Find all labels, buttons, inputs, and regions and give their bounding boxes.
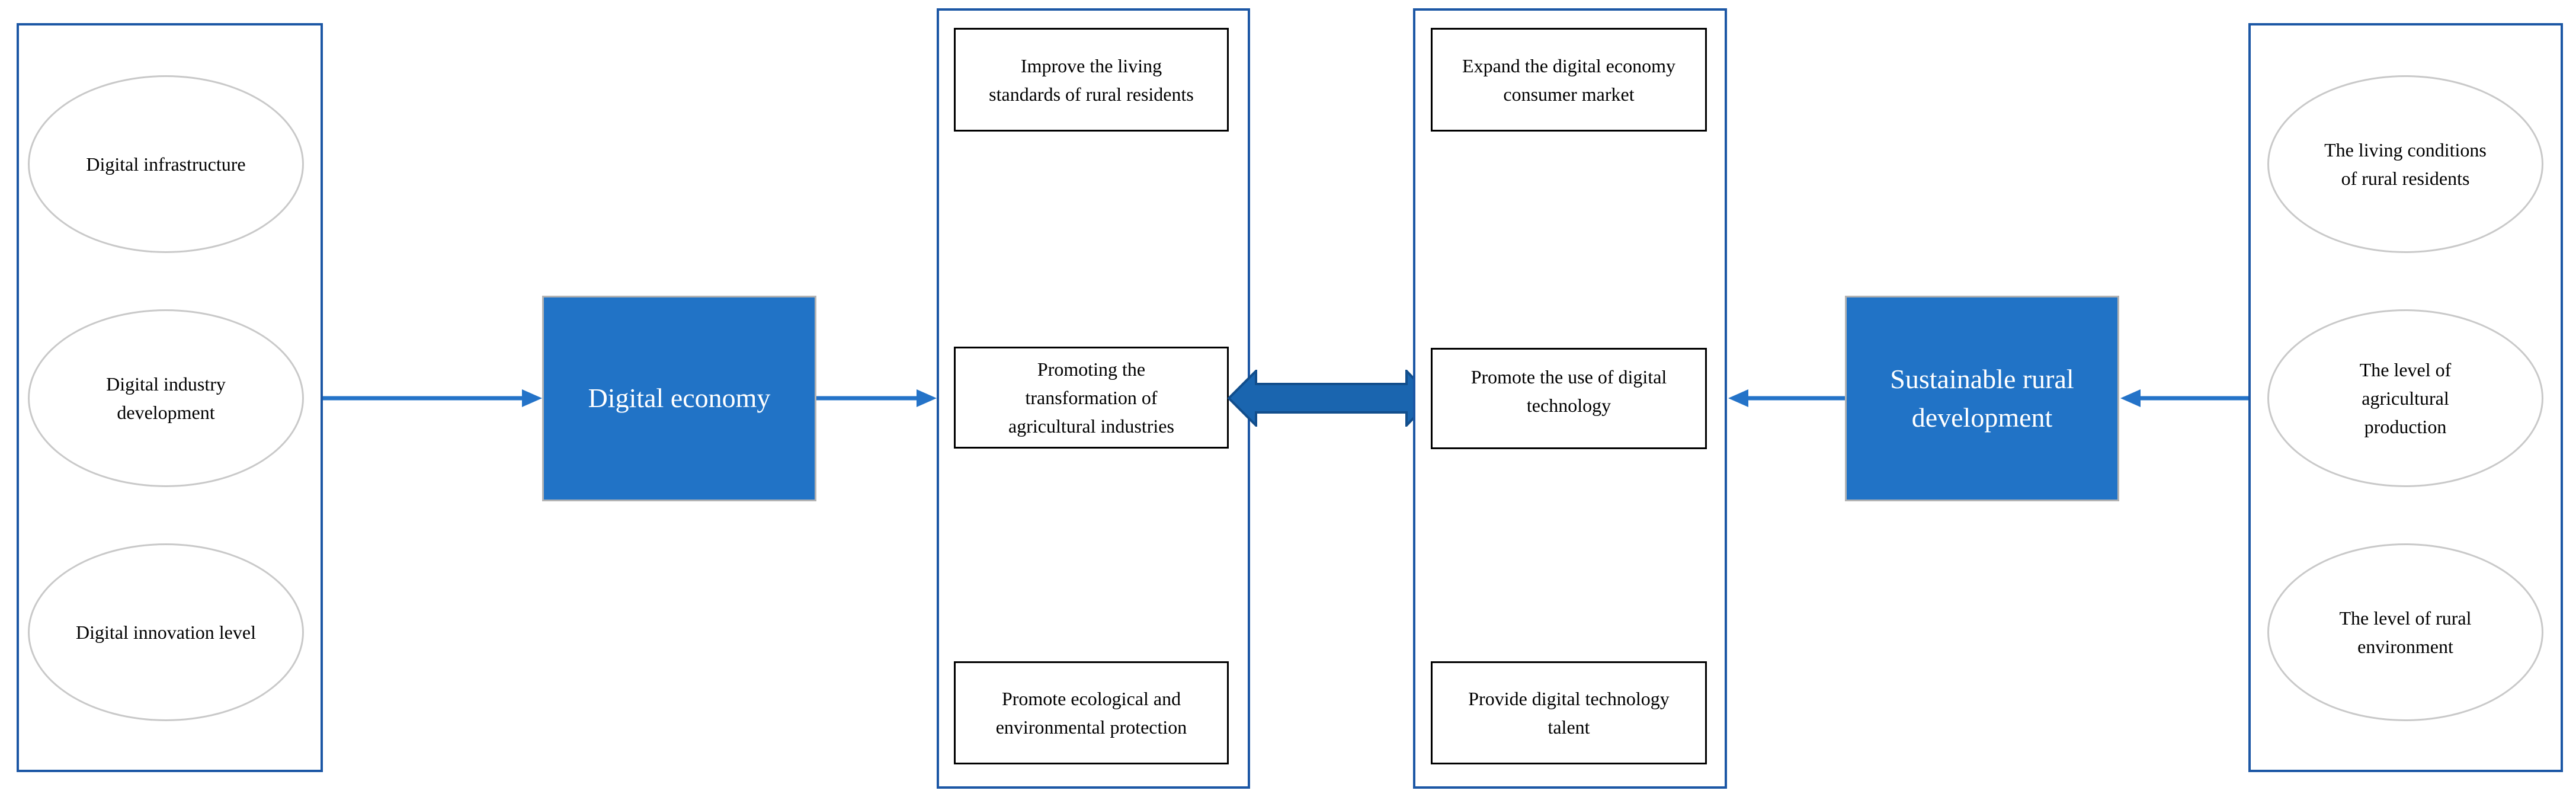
ellipse-agricultural-production: The level of agricultural production <box>2267 309 2543 487</box>
ellipse-digital-infrastructure: Digital infrastructure <box>28 75 304 253</box>
box-label: Promote ecological and environmental pro… <box>995 688 1187 738</box>
ellipse-living-conditions: The living conditions of rural residents <box>2267 75 2543 253</box>
box-label: Improve the living standards of rural re… <box>989 55 1194 105</box>
arrow-left-icon <box>2120 386 2248 410</box>
rural-development-dimensions-panel: The living conditions of rural residents… <box>2248 23 2563 772</box>
digital-economy-effects-panel: Improve the living standards of rural re… <box>937 8 1250 789</box>
box-improve-living-standards: Improve the living standards of rural re… <box>954 28 1229 132</box>
ellipse-rural-environment: The level of rural environment <box>2267 543 2543 721</box>
ellipse-label: The living conditions of rural residents <box>2324 139 2487 189</box>
box-promote-ecological-protection: Promote ecological and environmental pro… <box>954 661 1229 764</box>
box-label: Promoting the transformation of agricult… <box>1008 359 1174 437</box>
box-label: Provide digital technology talent <box>1468 688 1670 738</box>
rural-development-supports-panel: Expand the digital economy consumer mark… <box>1413 8 1727 789</box>
box-label: Promote the use of digital technology <box>1470 366 1667 416</box>
ellipse-label: Digital infrastructure <box>86 153 246 175</box>
ellipse-label: The level of rural environment <box>2339 607 2472 657</box>
sustainable-rural-development-label: Sustainable rural development <box>1890 364 2074 433</box>
ellipse-label: Digital innovation level <box>76 622 256 643</box>
digital-economy-label: Digital economy <box>588 383 771 414</box>
digital-economy-dimensions-panel: Digital infrastructure Digital industry … <box>17 23 323 772</box>
box-promoting-transformation: Promoting the transformation of agricult… <box>954 347 1229 449</box>
double-arrow-icon <box>1227 368 1434 428</box>
sustainable-rural-development-box: Sustainable rural development <box>1845 296 2119 501</box>
box-label: Expand the digital economy consumer mark… <box>1462 55 1675 105</box>
ellipse-digital-innovation-level: Digital innovation level <box>28 543 304 721</box>
ellipse-digital-industry-development: Digital industry development <box>28 309 304 487</box>
box-promote-digital-technology-use: Promote the use of digital technology <box>1431 348 1707 449</box>
digital-economy-box: Digital economy <box>542 296 816 501</box>
ellipse-label: Digital industry development <box>106 373 226 423</box>
ellipse-label: The level of agricultural production <box>2359 359 2452 437</box>
box-provide-digital-talent: Provide digital technology talent <box>1431 661 1707 764</box>
arrow-right-icon <box>816 386 937 410</box>
box-expand-consumer-market: Expand the digital economy consumer mark… <box>1431 28 1707 132</box>
arrow-right-icon <box>323 386 542 410</box>
arrow-left-icon <box>1728 386 1845 410</box>
